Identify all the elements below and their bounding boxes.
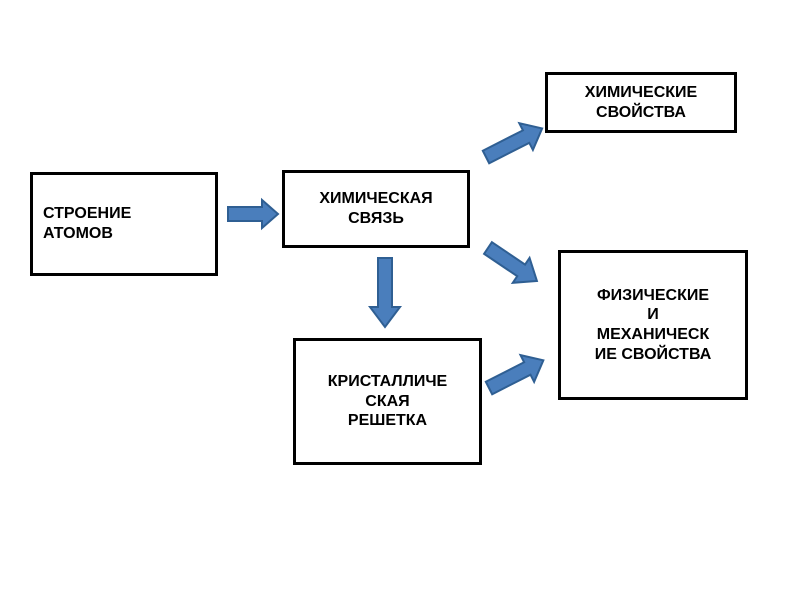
arrow-chemical-bond-to-physical-mechanical-properties: [482, 240, 539, 284]
node-chemical-properties-label: ХИМИЧЕСКИЕ СВОЙСТВА: [584, 83, 698, 121]
arrow-crystal-lattice-to-physical-mechanical-properties: [484, 353, 545, 396]
arrow-chemical-bond-to-crystal-lattice: [368, 257, 402, 329]
node-physical-mechanical-properties-label: ФИЗИЧЕСКИЕ И МЕХАНИЧЕСК ИЕ СВОЙСТВА: [594, 286, 712, 363]
node-atomic-structure[interactable]: СТРОЕНИЕ АТОМОВ: [30, 172, 218, 276]
node-chemical-bond-label: ХИМИЧЕСКАЯ СВЯЗЬ: [319, 190, 433, 227]
node-crystal-lattice-label: КРИСТАЛЛИЧЕ СКАЯ РЕШЕТКА: [327, 373, 448, 430]
arrow-atomic-structure-to-chemical-bond: [227, 197, 280, 231]
node-chemical-bond[interactable]: ХИМИЧЕСКАЯ СВЯЗЬ: [282, 170, 470, 248]
arrow-chemical-bond-to-chemical-properties: [481, 121, 544, 165]
node-physical-mechanical-properties[interactable]: ФИЗИЧЕСКИЕ И МЕХАНИЧЕСК ИЕ СВОЙСТВА: [558, 250, 748, 400]
node-chemical-properties[interactable]: ХИМИЧЕСКИЕ СВОЙСТВА: [545, 72, 737, 133]
node-crystal-lattice[interactable]: КРИСТАЛЛИЧЕ СКАЯ РЕШЕТКА: [293, 338, 482, 465]
node-atomic-structure-label: СТРОЕНИЕ АТОМОВ: [43, 205, 132, 242]
